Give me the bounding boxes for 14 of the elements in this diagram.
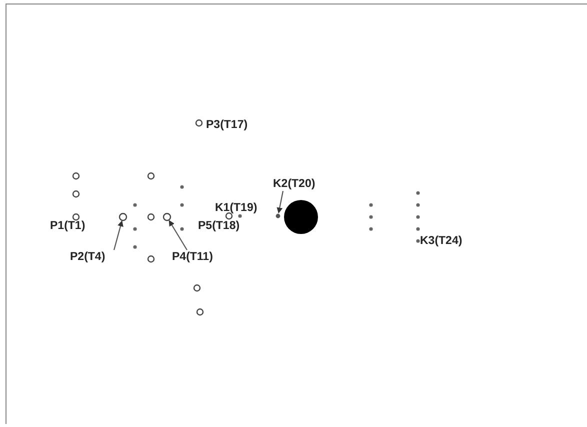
open-circle-marker [162,212,172,222]
point-label: P4(T11) [172,251,213,264]
dot-marker [276,214,280,218]
point-label: K1(T19) [215,202,258,215]
point-label: P1(T1) [50,220,86,233]
point-label: P3(T17) [206,119,248,132]
open-circle-marker [118,212,128,222]
point-label: K2(T20) [273,178,316,191]
leader-arrow [113,220,124,250]
point-label: P5(T18) [198,220,240,233]
leader-arrow [168,220,188,250]
point-label: K3(T24) [420,235,462,248]
leader-arrow [276,190,284,214]
point-label: P2(T4) [70,251,106,264]
